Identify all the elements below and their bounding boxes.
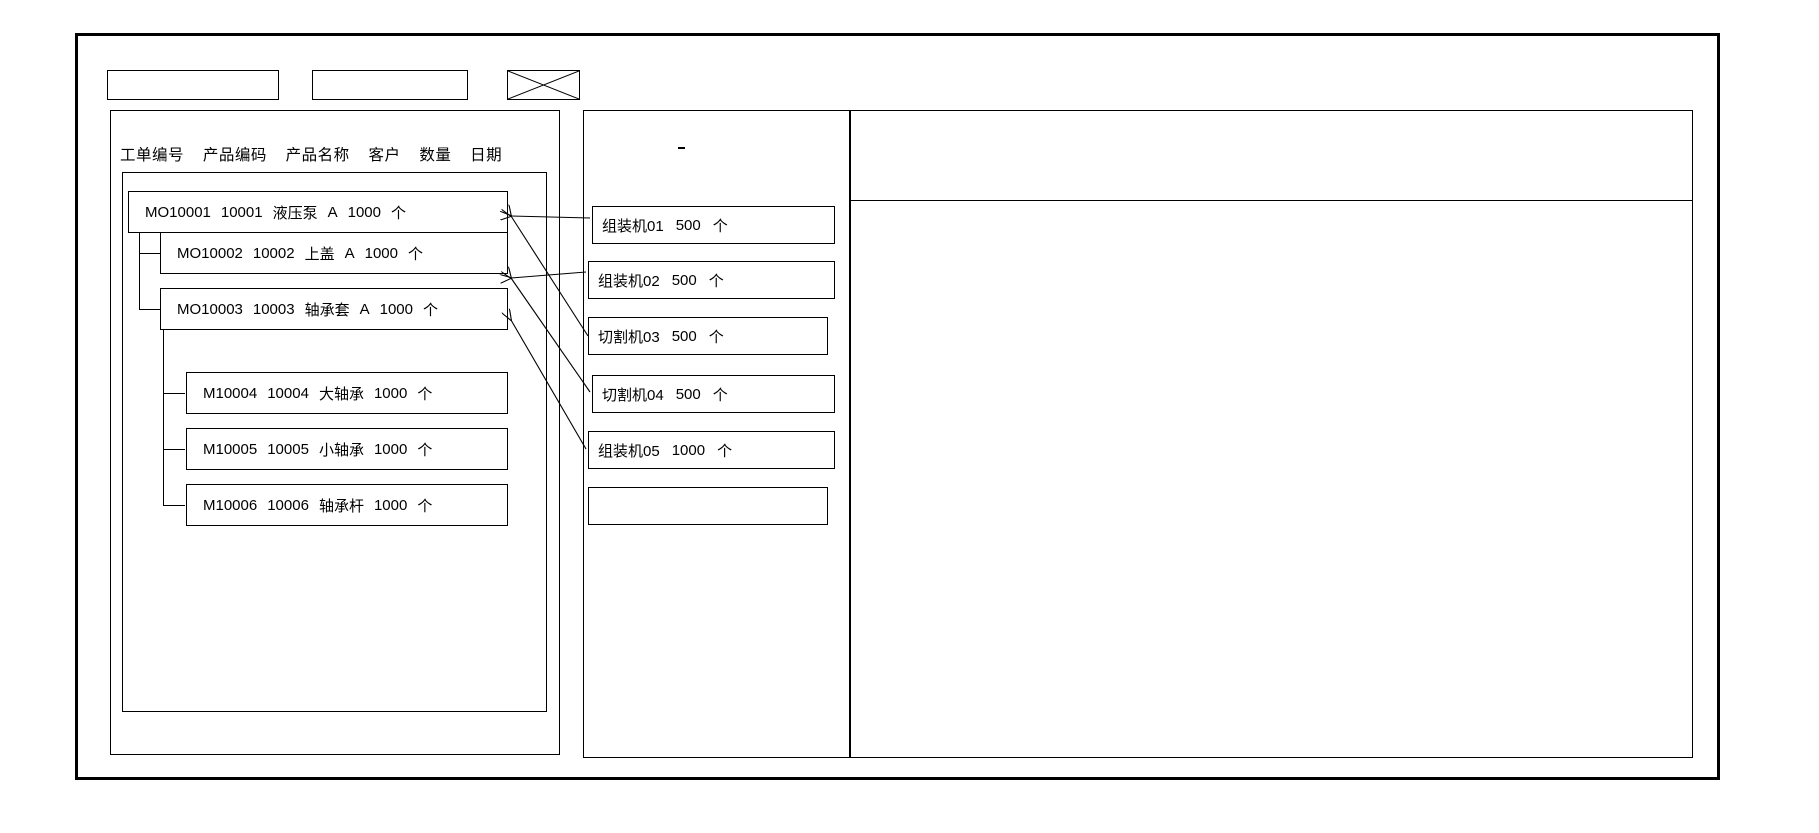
tree-connector-branch-3: [163, 393, 185, 395]
cell-order-no: M10006: [203, 496, 258, 514]
cell-product-name: 小轴承: [318, 441, 364, 459]
detail-panel: [850, 110, 1693, 758]
cell-product-name: 上盖: [304, 245, 335, 263]
cell-unit: 个: [391, 204, 407, 222]
machine-row[interactable]: 组装机01 500 个: [592, 206, 835, 244]
cell-product-name: 大轴承: [318, 385, 364, 403]
machine-name: 组装机02: [598, 272, 660, 290]
machine-quantity: 500: [675, 385, 701, 403]
column-headers: 工单编号 产品编码 产品名称 客户 数量 日期: [120, 143, 516, 165]
work-order-row[interactable]: MO10002 10002 上盖 A 1000 个: [160, 232, 508, 274]
work-order-row[interactable]: M10006 10006 轴承杆 1000 个: [186, 484, 508, 526]
cell-order-no: MO10001: [145, 203, 211, 221]
machine-name: 组装机05: [598, 442, 660, 460]
machine-quantity: 500: [671, 327, 697, 345]
column-header-order-no: 工单编号: [120, 147, 185, 164]
cell-unit: 个: [408, 245, 424, 263]
image-placeholder-icon[interactable]: [507, 70, 580, 100]
column-header-product-code: 产品编码: [202, 147, 267, 164]
tree-connector-trunk-2: [163, 330, 165, 505]
cell-product-code: 10002: [252, 244, 295, 262]
cell-quantity: 1000: [347, 203, 381, 221]
cell-product-name: 轴承杆: [318, 497, 364, 515]
work-order-row[interactable]: M10004 10004 大轴承 1000 个: [186, 372, 508, 414]
cell-quantity: 1000: [373, 440, 408, 458]
work-order-row[interactable]: M10005 10005 小轴承 1000 个: [186, 428, 508, 470]
machine-unit: 个: [708, 272, 724, 290]
machine-quantity: 500: [671, 271, 697, 289]
panel-marker-dash: [678, 147, 685, 149]
cell-quantity: 1000: [373, 496, 408, 514]
column-header-quantity: 数量: [419, 147, 452, 164]
work-order-row[interactable]: MO10003 10003 轴承套 A 1000 个: [160, 288, 508, 330]
machine-unit: 个: [712, 386, 728, 404]
machine-row[interactable]: 组装机05 1000 个: [588, 431, 835, 469]
machine-quantity: 500: [675, 216, 701, 234]
work-order-row[interactable]: MO10001 10001 液压泵 A 1000 个: [128, 191, 508, 233]
cell-unit: 个: [417, 497, 433, 515]
cell-product-code: 10001: [220, 203, 263, 221]
toolbar-field-1[interactable]: [107, 70, 279, 100]
tree-connector-branch-4: [163, 449, 185, 451]
cell-order-no: MO10002: [177, 244, 243, 262]
cell-product-code: 10005: [267, 440, 309, 458]
machine-unit: 个: [712, 217, 728, 235]
cell-quantity: 1000: [364, 244, 398, 262]
cell-quantity: 1000: [379, 300, 413, 318]
cell-customer: A: [359, 300, 370, 318]
cell-unit: 个: [417, 385, 433, 403]
machine-name: 切割机04: [602, 386, 664, 404]
detail-panel-header-divider: [851, 200, 1692, 201]
machine-row[interactable]: 切割机03 500 个: [588, 317, 828, 355]
tree-connector-branch-1: [139, 253, 160, 255]
cell-order-no: M10005: [203, 440, 258, 458]
detail-panel-header-text: [860, 160, 1680, 190]
machine-row[interactable]: 切割机04 500 个: [592, 375, 835, 413]
cell-customer: A: [344, 244, 355, 262]
toolbar-field-2[interactable]: [312, 70, 468, 100]
tree-connector-branch-5: [163, 505, 185, 507]
cell-unit: 个: [423, 301, 439, 319]
cell-customer: A: [327, 203, 338, 221]
tree-connector-trunk-1: [139, 212, 141, 310]
column-header-product-name: 产品名称: [285, 147, 350, 164]
cell-product-code: 10004: [267, 384, 309, 402]
cell-product-name: 液压泵: [272, 204, 318, 222]
cell-quantity: 1000: [373, 384, 408, 402]
machine-row[interactable]: 组装机02 500 个: [588, 261, 835, 299]
cell-order-no: M10004: [203, 384, 258, 402]
machine-quantity: 1000: [671, 441, 706, 459]
cell-unit: 个: [417, 441, 433, 459]
column-header-date: 日期: [470, 147, 503, 164]
machine-unit: 个: [708, 328, 724, 346]
cell-order-no: MO10003: [177, 300, 243, 318]
machine-unit: 个: [717, 442, 733, 460]
machine-name: 组装机01: [602, 217, 664, 235]
cell-product-name: 轴承套: [304, 301, 350, 319]
tree-connector-branch-2: [139, 309, 160, 311]
machine-name: 切割机03: [598, 328, 660, 346]
cell-product-code: 10003: [252, 300, 295, 318]
machine-row-empty[interactable]: [588, 487, 828, 525]
cell-product-code: 10006: [267, 496, 309, 514]
column-header-customer: 客户: [368, 147, 401, 164]
